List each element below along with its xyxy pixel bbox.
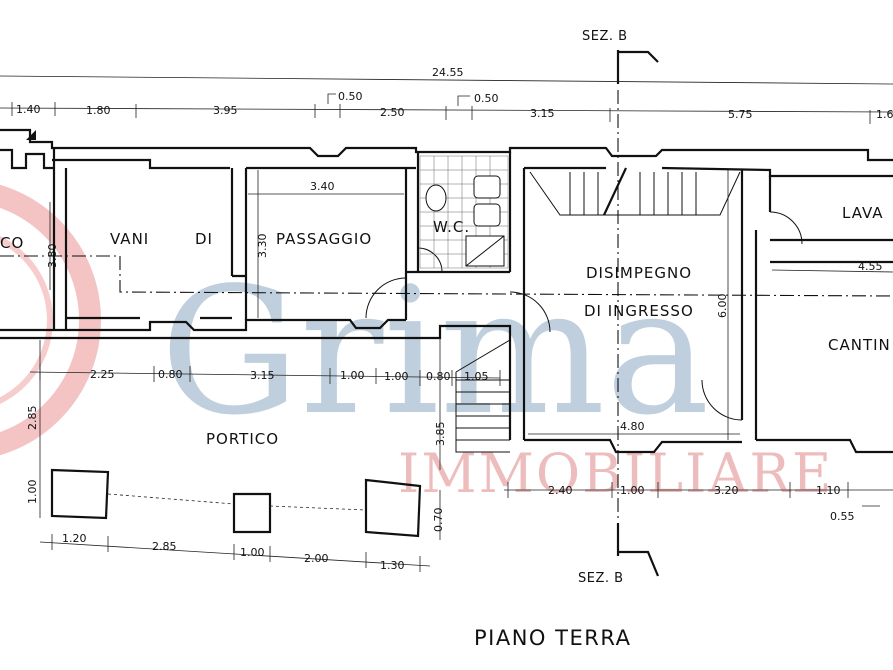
dim-2-50: 2.50 [380, 106, 405, 119]
dimension-top-chain: 1.40 1.80 3.95 0.50 2.50 0.50 3.15 5.75 … [0, 90, 893, 124]
room-label-cantin: CANTIN [828, 336, 891, 354]
dim-6-00: 6.00 [716, 294, 729, 319]
dimension-interior: 3.80 3.30 3.40 6.00 4.55 4.80 [46, 170, 893, 440]
dim-1-00-d: 1.00 [240, 546, 265, 559]
axis-line [0, 255, 893, 297]
dim-1-00-c: 1.00 [620, 484, 645, 497]
dim-3-40: 3.40 [310, 180, 335, 193]
dim-4-80: 4.80 [620, 420, 645, 433]
dim-1-00-b: 1.00 [384, 370, 409, 383]
dim-2-85-vert: 2.85 [26, 406, 39, 431]
room-label-di-ingresso: DI INGRESSO [584, 302, 694, 320]
dim-1-40: 1.40 [16, 103, 41, 116]
dim-1-30: 1.30 [380, 559, 405, 572]
dim-3-95: 3.95 [213, 104, 238, 117]
toilet-icon [425, 184, 447, 212]
bidet-icon [473, 175, 501, 199]
dim-3-20: 3.20 [714, 484, 739, 497]
dim-0-70-vert: 0.70 [432, 508, 445, 533]
dim-2-25: 2.25 [90, 368, 115, 381]
dim-3-30: 3.30 [256, 234, 269, 259]
dim-3-15-mid: 3.15 [250, 369, 275, 382]
dim-1-00-a: 1.00 [340, 369, 365, 382]
building-walls [0, 128, 893, 538]
dim-3-85-vert: 3.85 [434, 422, 447, 447]
watermark-logo-ring [0, 184, 101, 456]
dim-0-50-a: 0.50 [338, 90, 363, 103]
column-1 [50, 468, 110, 520]
dim-4-55: 4.55 [858, 260, 883, 273]
dim-1-6: 1.6 [876, 108, 893, 121]
room-label-disimpegno: DISIMPEGNO [586, 264, 692, 282]
dimension-total: 24.55 [0, 66, 893, 85]
watermark: Grima IMMOBILIARE [0, 184, 831, 505]
section-line-b: SEZ. B SEZ. B [578, 29, 660, 586]
dim-0-55: 0.55 [830, 510, 855, 523]
dim-0-80-b: 0.80 [426, 370, 451, 383]
room-label-portico: PORTICO [206, 430, 279, 448]
dimension-bottom-chain: 1.20 2.85 1.00 2.00 1.30 [39, 532, 431, 572]
dim-2-00: 2.00 [304, 552, 329, 565]
sink-icon [473, 203, 501, 227]
dim-1-10: 1.10 [816, 484, 841, 497]
wc-fixtures [419, 155, 509, 269]
dimension-bottom-right-chain: 2.40 1.00 3.20 1.10 0.55 [504, 482, 893, 523]
dim-2-40: 2.40 [548, 484, 573, 497]
dim-0-80-a: 0.80 [158, 368, 183, 381]
dim-3-15-top: 3.15 [530, 107, 555, 120]
dim-1-80: 1.80 [86, 104, 111, 117]
dim-1-20: 1.20 [62, 532, 87, 545]
dimension-left-verticals: 2.85 1.00 3.85 0.70 [26, 338, 447, 540]
dim-2-85-bottom: 2.85 [152, 540, 177, 553]
section-label-bottom: SEZ. B [578, 571, 624, 586]
dim-1-00-vert: 1.00 [26, 480, 39, 505]
room-label-vani-di: VANI DI [110, 230, 213, 248]
dim-0-50-b: 0.50 [474, 92, 499, 105]
room-label-wc: W.C. [433, 218, 470, 236]
dim-5-75: 5.75 [728, 108, 753, 121]
plan-title: PIANO TERRA [474, 626, 631, 650]
dim-3-80: 3.80 [46, 244, 59, 269]
room-label-co: CO [0, 234, 24, 252]
section-label-top: SEZ. B [582, 29, 628, 44]
dim-total: 24.55 [432, 66, 464, 79]
column-3 [364, 478, 422, 538]
room-labels: CO VANI DI PASSAGGIO W.C. DISIMPEGNO DI … [0, 204, 891, 448]
room-label-lava: LAVA [842, 204, 884, 222]
room-label-passaggio: PASSAGGIO [276, 230, 372, 248]
dim-1-05: 1.05 [464, 370, 489, 383]
column-2 [232, 492, 272, 534]
